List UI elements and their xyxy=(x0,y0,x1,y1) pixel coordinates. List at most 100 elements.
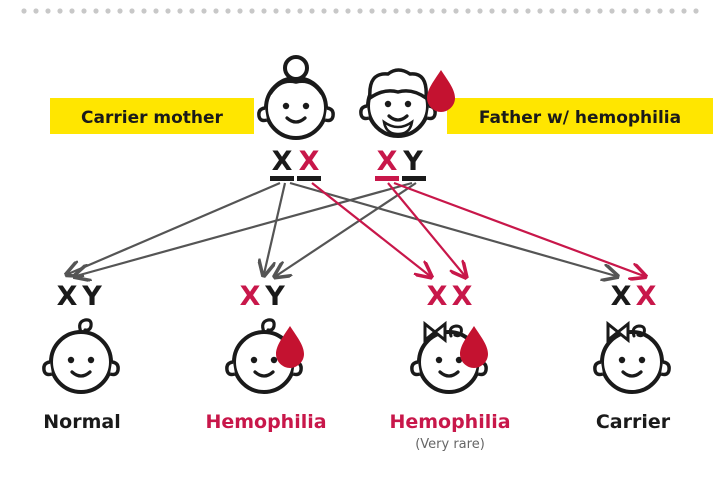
divider-dot xyxy=(69,8,75,14)
divider-dot xyxy=(33,8,39,14)
divider-dot xyxy=(93,8,99,14)
divider-dot xyxy=(669,8,675,14)
divider-dot xyxy=(45,8,51,14)
divider-dot xyxy=(201,8,207,14)
child1-outcome-label: Normal xyxy=(43,411,120,433)
divider-dot xyxy=(57,8,63,14)
child3-blood-drop-icon xyxy=(460,326,488,368)
divider-dot xyxy=(81,8,87,14)
divider-dot xyxy=(429,8,435,14)
divider-dot xyxy=(465,8,471,14)
child4-chromosome-1: X xyxy=(611,281,632,312)
child4-girl-face-icon xyxy=(592,320,672,394)
divider-dot xyxy=(237,8,243,14)
divider-dot xyxy=(501,8,507,14)
mother-chromosome-2: X xyxy=(299,146,320,177)
arrow-mother-x1-to-child2 xyxy=(264,182,287,274)
divider-dot xyxy=(309,8,315,14)
divider-dot xyxy=(177,8,183,14)
father-blood-drop-icon xyxy=(427,70,455,112)
divider-dot xyxy=(597,8,603,14)
mother-chromosome-1: X xyxy=(272,146,293,177)
divider-dot xyxy=(585,8,591,14)
divider-dot xyxy=(273,8,279,14)
divider-dot xyxy=(513,8,519,14)
divider-dot xyxy=(285,8,291,14)
mother-face-icon xyxy=(256,55,336,140)
child2-outcome-label: Hemophilia xyxy=(205,411,326,433)
divider-dot xyxy=(225,8,231,14)
divider-dot xyxy=(21,8,27,14)
divider-dot xyxy=(129,8,135,14)
arrow-mother-x2-to-child3 xyxy=(311,182,430,276)
divider-dot xyxy=(261,8,267,14)
divider-dot xyxy=(249,8,255,14)
divider-dot xyxy=(357,8,363,14)
child2-chromosome-2: Y xyxy=(264,281,285,312)
divider-dot xyxy=(561,8,567,14)
child2-boy-face-icon xyxy=(224,318,304,394)
dotted-divider xyxy=(21,8,699,14)
child4-chromosome-2: X xyxy=(636,281,657,312)
divider-dot xyxy=(189,8,195,14)
father-chromosome-2: Y xyxy=(402,146,423,177)
divider-dot xyxy=(657,8,663,14)
divider-dot xyxy=(441,8,447,14)
divider-dot xyxy=(117,8,123,14)
divider-dot xyxy=(321,8,327,14)
divider-dot xyxy=(333,8,339,14)
divider-dot xyxy=(417,8,423,14)
divider-dot xyxy=(453,8,459,14)
divider-dot xyxy=(213,8,219,14)
mother-chromosome-2-bar xyxy=(297,176,321,181)
divider-dot xyxy=(573,8,579,14)
child3-outcome-label: Hemophilia xyxy=(389,411,510,433)
arrow-father-y-to-child2 xyxy=(276,182,417,276)
child3-girl-face-icon xyxy=(409,320,489,394)
father-label: Father w/ hemophilia xyxy=(479,108,681,128)
child3-rarity-note: (Very rare) xyxy=(415,437,485,452)
inheritance-arrows xyxy=(68,181,644,276)
divider-dot xyxy=(621,8,627,14)
father-chromosome-1-bar xyxy=(375,176,399,181)
divider-dot xyxy=(381,8,387,14)
divider-dot xyxy=(345,8,351,14)
divider-dot xyxy=(633,8,639,14)
father-chromosome-1: X xyxy=(377,146,398,177)
mother-label-highlight xyxy=(50,98,254,134)
divider-dot xyxy=(165,8,171,14)
mother-chromosome-1-bar xyxy=(270,176,294,181)
divider-dot xyxy=(549,8,555,14)
divider-dot xyxy=(393,8,399,14)
divider-dot xyxy=(141,8,147,14)
divider-dot xyxy=(369,8,375,14)
arrow-father-x-to-child3 xyxy=(387,182,465,276)
father-label-highlight xyxy=(447,98,713,134)
arrow-father-x-to-child4 xyxy=(393,181,644,276)
child1-chromosome-1: X xyxy=(57,281,78,312)
child2-blood-drop-icon xyxy=(276,326,304,368)
child1-boy-face-icon xyxy=(41,318,121,394)
father-face-icon xyxy=(358,68,438,138)
mother-label: Carrier mother xyxy=(81,108,224,128)
child1-chromosome-2: Y xyxy=(81,281,102,312)
divider-dot xyxy=(105,8,111,14)
divider-dot xyxy=(525,8,531,14)
divider-dot xyxy=(153,8,159,14)
divider-dot xyxy=(645,8,651,14)
divider-dot xyxy=(681,8,687,14)
child3-chromosome-2: X xyxy=(452,281,473,312)
divider-dot xyxy=(477,8,483,14)
child2-chromosome-1: X xyxy=(240,281,261,312)
child4-outcome-label: Carrier xyxy=(596,411,671,433)
divider-dot xyxy=(609,8,615,14)
arrow-father-y-to-child1 xyxy=(76,181,413,276)
divider-dot xyxy=(537,8,543,14)
divider-dot xyxy=(489,8,495,14)
arrow-mother-x1-to-child4 xyxy=(289,181,616,276)
divider-dot xyxy=(693,8,699,14)
father-chromosome-2-bar xyxy=(402,176,426,181)
divider-dot xyxy=(405,8,411,14)
arrow-mother-x1-to-child1 xyxy=(68,181,281,274)
